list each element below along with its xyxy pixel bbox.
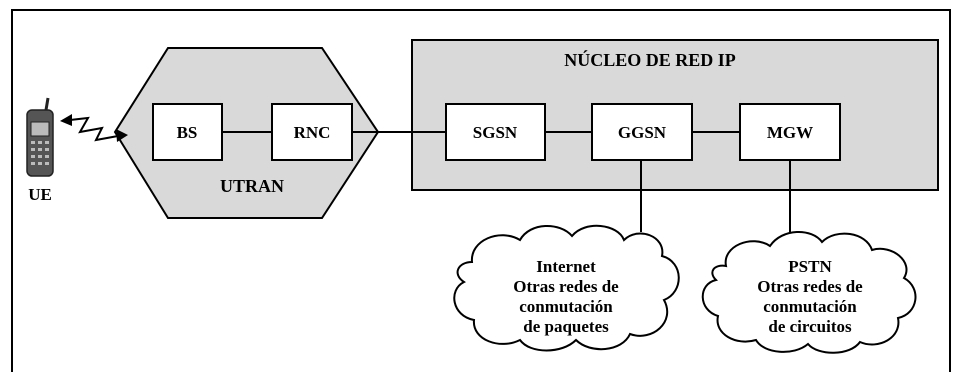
packet-cloud-line-1: Internet (536, 257, 596, 276)
rnc-label: RNC (294, 123, 331, 142)
circuit-network-cloud (701, 230, 917, 354)
circuit-cloud-line-1: PSTN (788, 257, 832, 276)
packet-cloud-line-4: de paquetes (523, 317, 609, 336)
bs-label: BS (177, 123, 198, 142)
mgw-node (739, 103, 841, 161)
ggsn-node (591, 103, 693, 161)
ue-label: UE (28, 185, 52, 204)
ggsn-label: GGSN (618, 123, 667, 142)
outer-frame (11, 9, 951, 372)
bs-node (152, 103, 223, 161)
circuit-cloud-line-2: Otras redes de (757, 277, 863, 296)
wireless-link-icon (60, 114, 128, 142)
utran-label: UTRAN (220, 176, 284, 196)
packet-cloud-line-2: Otras redes de (513, 277, 619, 296)
circuit-cloud-line-4: de circuitos (768, 317, 852, 336)
mgw-label: MGW (767, 123, 813, 142)
sgsn-node (445, 103, 546, 161)
packet-network-cloud (453, 224, 680, 352)
packet-cloud-line-3: conmutación (519, 297, 613, 316)
mobile-phone-icon (26, 97, 54, 177)
sgsn-label: SGSN (473, 123, 518, 142)
rnc-node (271, 103, 353, 161)
circuit-cloud-line-3: conmutación (763, 297, 857, 316)
core-network-title: NÚCLEO DE RED IP (564, 49, 736, 70)
